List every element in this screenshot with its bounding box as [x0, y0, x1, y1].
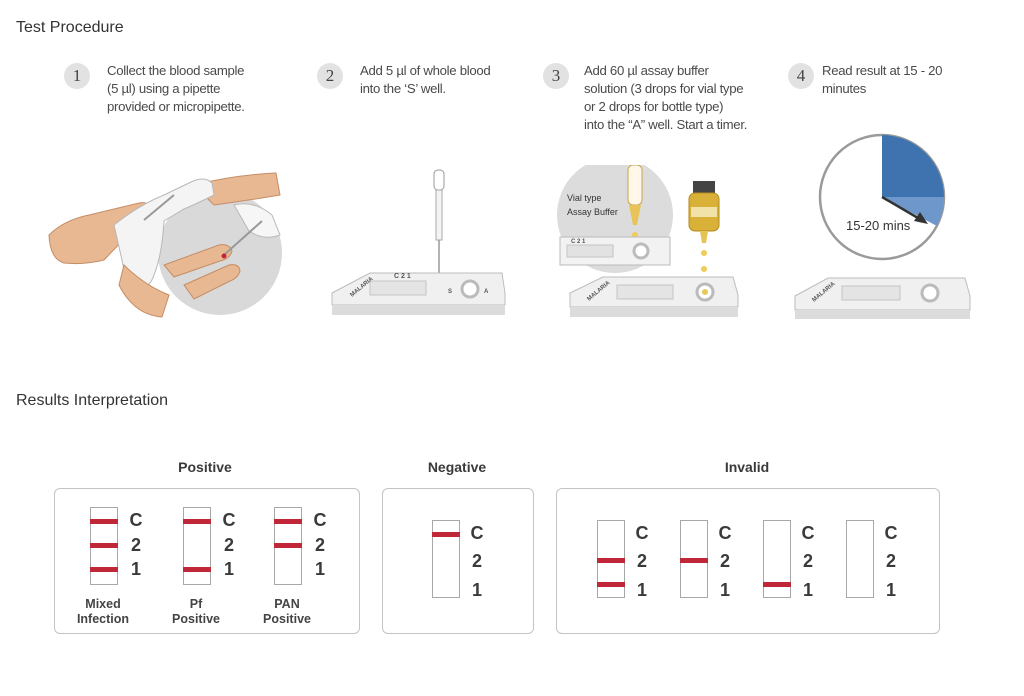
invalid-strip-3	[763, 520, 791, 598]
line-label-c: C	[470, 523, 484, 543]
buffer-cassette-illustration: Vial type Assay Buffer C 2 1 MALARIA	[557, 165, 739, 317]
test-band-2	[90, 543, 118, 548]
line-label-c: C	[222, 510, 236, 530]
test-band-c	[183, 519, 211, 524]
positive-strip-1	[90, 507, 118, 585]
line-label-2: 2	[314, 535, 325, 555]
step-1-number: 1	[64, 63, 90, 89]
test-band-1	[597, 582, 625, 587]
line-label-1: 1	[314, 559, 325, 579]
line-label-2: 2	[636, 551, 647, 571]
line-label-c: C	[718, 523, 732, 543]
line-label-1: 1	[130, 559, 141, 579]
line-label-1: 1	[885, 580, 896, 600]
test-band-c	[274, 519, 302, 524]
results-title: Results Interpretation	[16, 392, 169, 409]
blood-sampling-illustration	[48, 172, 282, 318]
line-label-c: C	[129, 510, 143, 530]
step-2-number: 2	[317, 63, 343, 89]
test-band-2	[597, 558, 625, 563]
result-caption-line: Mixed	[85, 597, 121, 611]
negative-strip-1	[432, 520, 460, 598]
line-label-2: 2	[885, 551, 896, 571]
result-caption-line: Infection	[76, 612, 130, 626]
result-caption-line: Pf	[189, 597, 203, 611]
line-label-2: 2	[802, 551, 813, 571]
test-band-1	[90, 567, 118, 572]
step-3-number: 3	[543, 63, 569, 89]
line-label-2: 2	[719, 551, 730, 571]
assay-buffer-label: Assay Buffer	[567, 207, 618, 217]
positive-strip-3	[274, 507, 302, 585]
procedure-title: Test Procedure	[16, 19, 124, 36]
step-3-text: Add 60 µl assay buffer solution (3 drops…	[584, 63, 748, 132]
line-label-1: 1	[636, 580, 647, 600]
positive-title: Positive	[178, 459, 232, 475]
line-label-2: 2	[130, 535, 141, 555]
line-label-2: 2	[223, 535, 234, 555]
line-label-c: C	[801, 523, 815, 543]
line-label-1: 1	[802, 580, 813, 600]
positive-strip-2	[183, 507, 211, 585]
step-2-text: Add 5 µl of whole blood into the ‘S’ wel…	[360, 63, 491, 96]
test-band-1	[763, 582, 791, 587]
invalid-title: Invalid	[724, 459, 770, 475]
test-band-1	[183, 567, 211, 572]
line-label-c: C	[635, 523, 649, 543]
step-4-text: Read result at 15 - 20 minutes	[822, 63, 943, 96]
invalid-strip-2	[680, 520, 708, 598]
result-caption-line: Positive	[172, 612, 220, 626]
invalid-strip-1	[597, 520, 625, 598]
line-label-1: 1	[223, 559, 234, 579]
negative-title: Negative	[427, 459, 487, 475]
line-label-2: 2	[471, 551, 482, 571]
test-band-c	[90, 519, 118, 524]
line-label-1: 1	[471, 580, 482, 600]
test-band-2	[680, 558, 708, 563]
step-1-text: Collect the blood sample (5 µl) using a …	[107, 63, 245, 114]
test-band-2	[274, 543, 302, 548]
line-label-c: C	[884, 523, 898, 543]
result-caption-line: Positive	[263, 612, 311, 626]
step-4-number: 4	[788, 63, 814, 89]
invalid-strip-4	[846, 520, 874, 598]
pipette-cassette-illustration: MALARIA C 2 1 S A	[331, 169, 506, 315]
svg-text:A: A	[484, 289, 489, 295]
svg-text:S: S	[448, 289, 452, 295]
svg-text:C 2 1: C 2 1	[571, 239, 586, 245]
timer-cassette-illustration: 15-20 mins MALARIA	[794, 133, 971, 319]
timer-label: 15-20 mins	[846, 218, 911, 233]
line-label-c: C	[313, 510, 327, 530]
vial-type-label: Vial type	[567, 193, 601, 203]
test-band-c	[432, 532, 460, 537]
svg-text:C 2 1: C 2 1	[394, 273, 411, 280]
result-caption-line: PAN	[274, 597, 300, 611]
line-label-1: 1	[719, 580, 730, 600]
